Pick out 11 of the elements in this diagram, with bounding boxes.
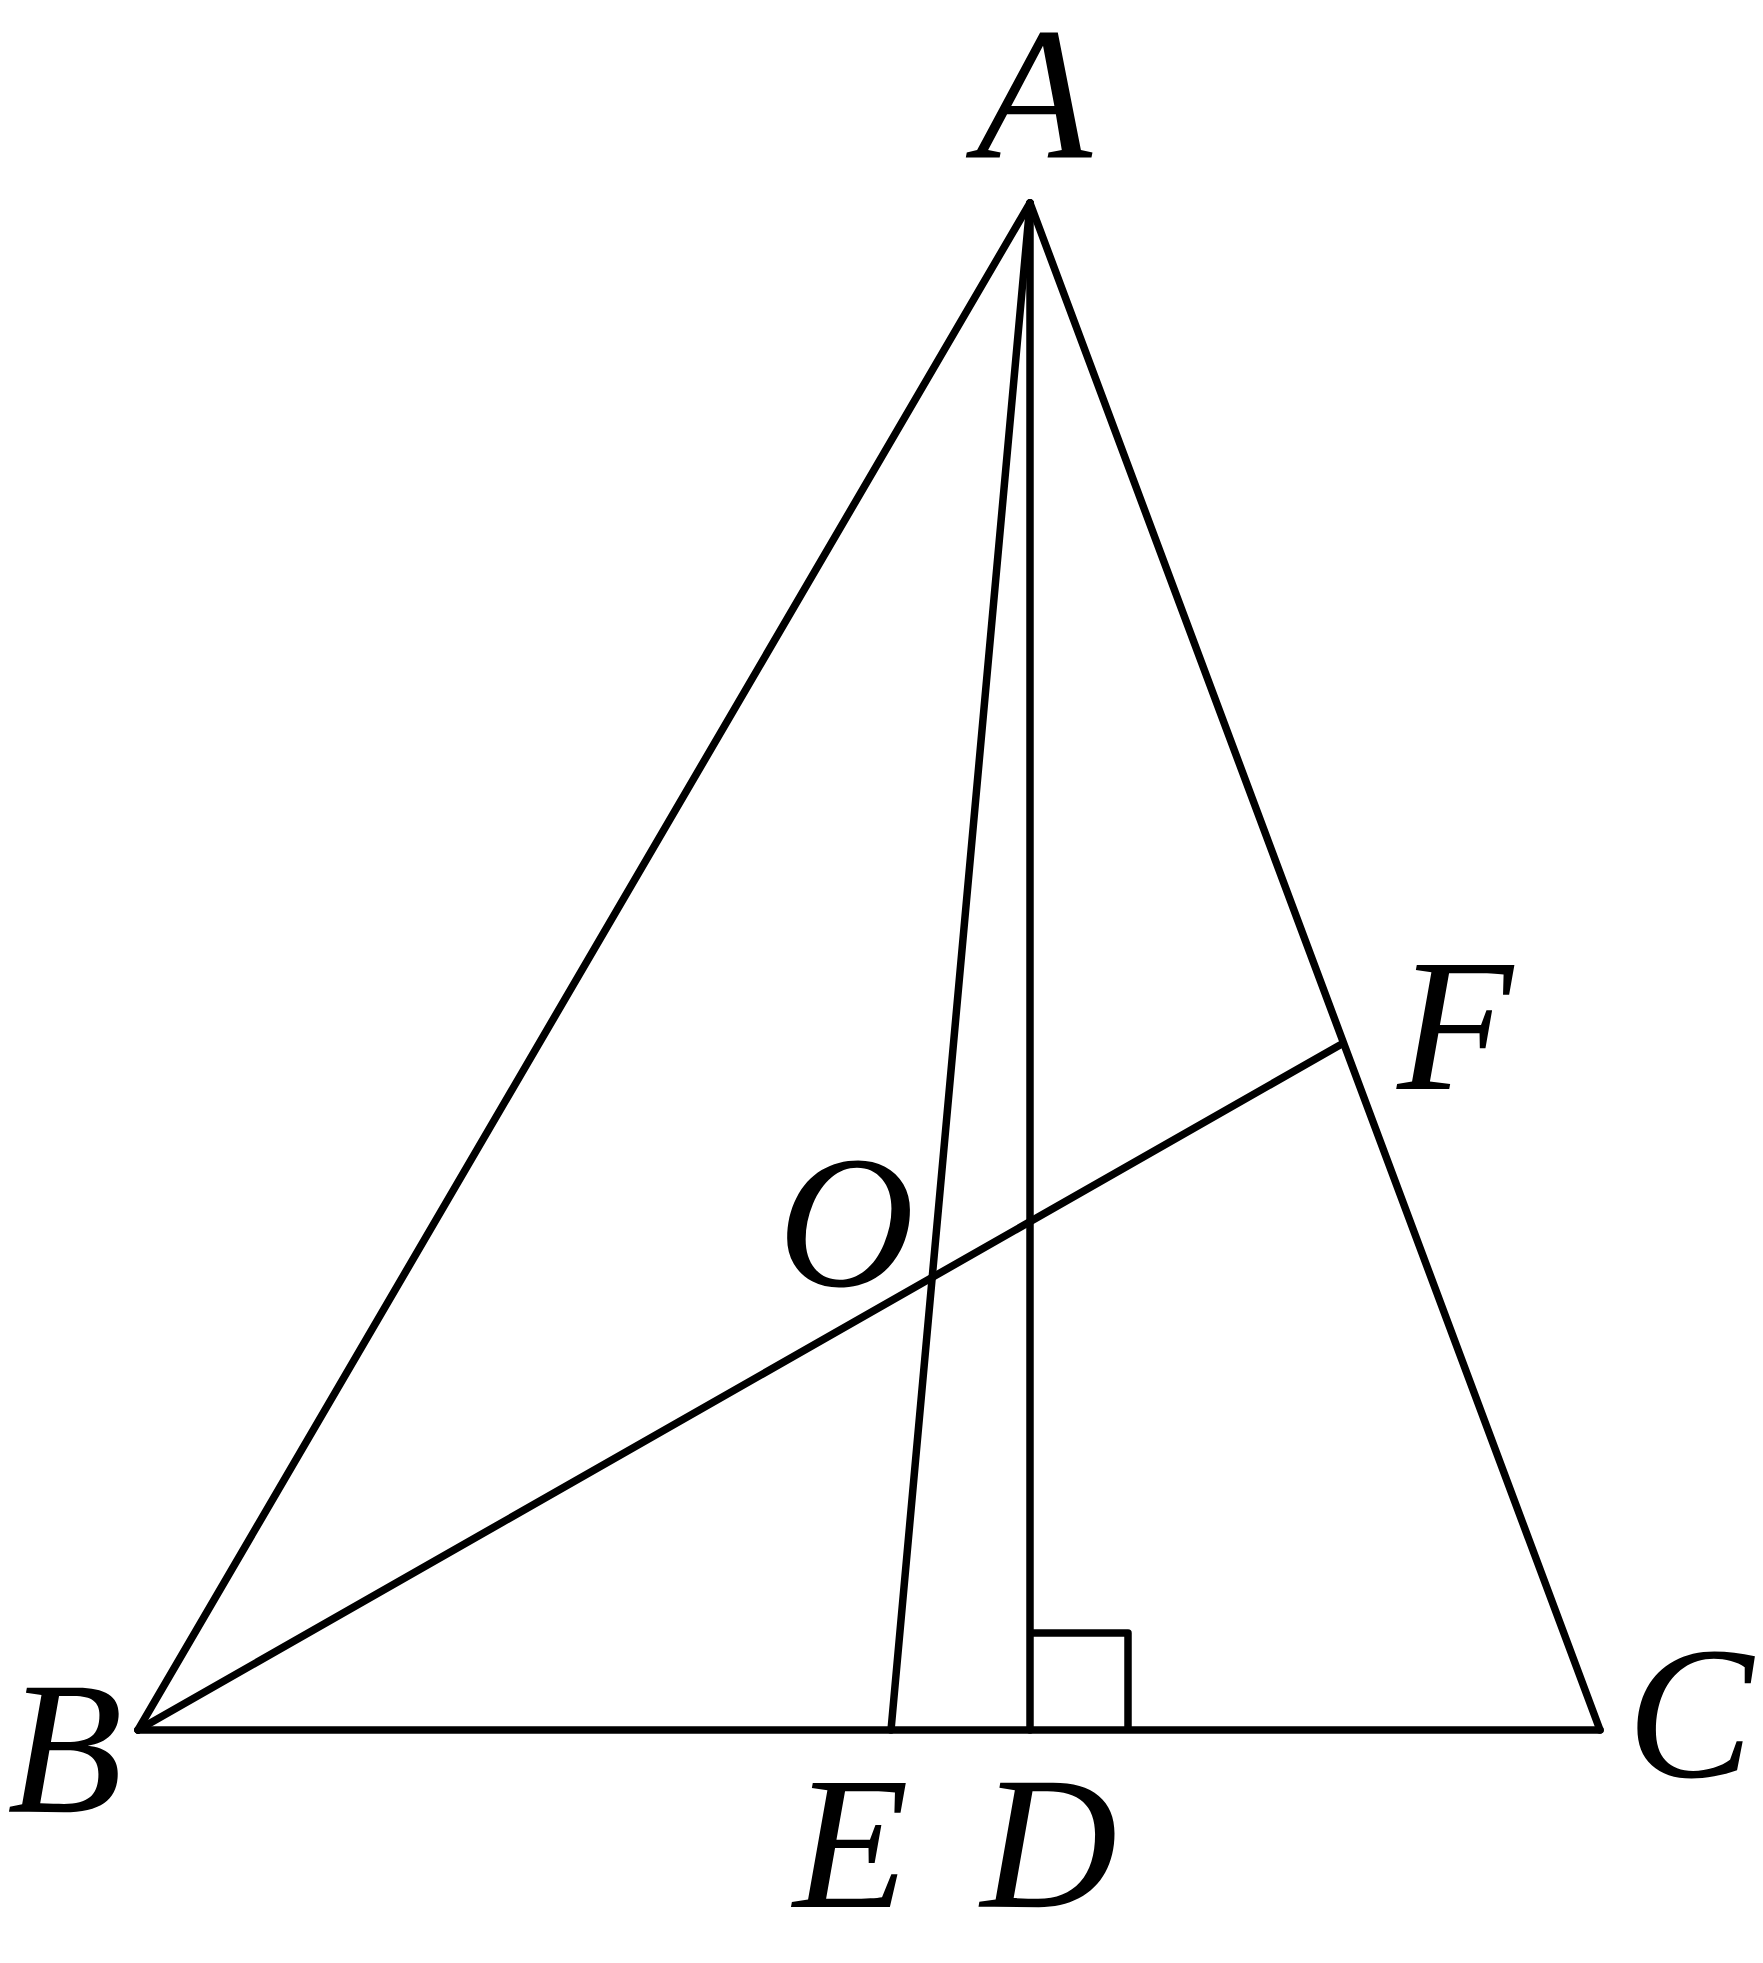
point-label: E bbox=[790, 1783, 906, 1907]
line-segment bbox=[134, 1041, 1344, 1734]
point-label: A bbox=[965, 32, 1093, 158]
point-label: D bbox=[978, 1782, 1115, 1908]
line-segment bbox=[887, 199, 1034, 1734]
point-label: F bbox=[1396, 965, 1515, 1089]
point-label: O bbox=[787, 1160, 910, 1288]
point-label: B bbox=[8, 1687, 119, 1813]
line-segment bbox=[134, 1726, 1604, 1734]
line-segment bbox=[1026, 199, 1034, 1734]
point-label: C bbox=[1637, 1651, 1755, 1779]
